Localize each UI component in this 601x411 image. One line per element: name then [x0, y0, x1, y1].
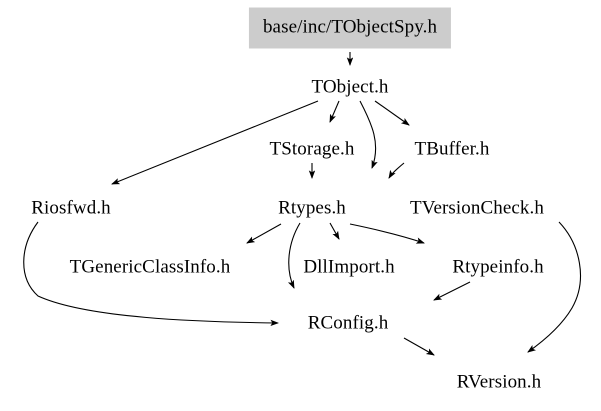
node-tstorage[interactable]: TStorage.h: [269, 138, 355, 160]
node-rconfig[interactable]: RConfig.h: [307, 312, 389, 334]
edge-rconfig-rversion: [403, 337, 435, 356]
edge-tobject-tbuffer: [374, 100, 410, 126]
edge-tobject-tstorage: [329, 100, 340, 123]
edge-tversioncheck-rversion: [527, 221, 581, 353]
node-tversioncheck[interactable]: TVersionCheck.h: [410, 197, 544, 219]
node-tbuffer[interactable]: TBuffer.h: [414, 138, 490, 160]
edge-rtypes-tgenericclassinfo: [246, 223, 282, 244]
edge-rtypes-dllimport: [329, 222, 340, 240]
edge-rtypes-rtypeinfo: [349, 223, 425, 244]
node-rtypeinfo[interactable]: Rtypeinfo.h: [452, 256, 544, 278]
edge-tbuffer-tversioncheck: [388, 162, 405, 179]
node-dllimport[interactable]: DllImport.h: [303, 256, 395, 278]
node-riosfwd[interactable]: Riosfwd.h: [31, 197, 111, 219]
edge-tobject-rtypes: [359, 100, 378, 169]
node-tgenericclassinfo[interactable]: TGenericClassInfo.h: [69, 256, 231, 278]
node-tobject[interactable]: TObject.h: [311, 76, 389, 98]
node-rtypes[interactable]: Rtypes.h: [278, 197, 346, 219]
edge-rtypeinfo-rconfig: [433, 281, 471, 301]
node-tobjectspy[interactable]: base/inc/TObjectSpy.h: [248, 7, 452, 49]
node-rversion[interactable]: RVersion.h: [456, 371, 542, 393]
edge-rtypes-rconfig: [287, 222, 301, 289]
